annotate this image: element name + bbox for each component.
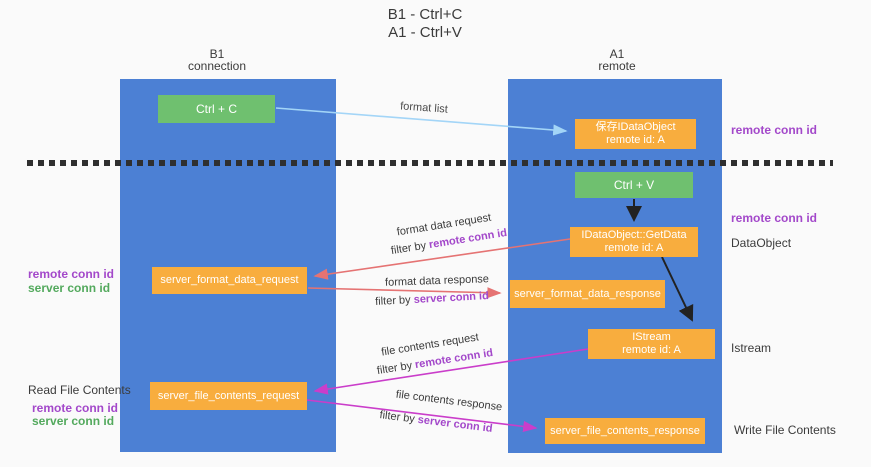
server-file-contents-response-node: server_file_contents_response — [545, 418, 705, 444]
filter-by-text: filter by — [374, 293, 414, 308]
file-contents-response-edge-label: file contents response — [395, 388, 503, 414]
diagram-title: B1 - Ctrl+C A1 - Ctrl+V — [388, 6, 463, 42]
right-column-name: A1 — [609, 47, 625, 61]
server-format-data-response-label: server_format_data_response — [514, 287, 661, 300]
ctrl-c-label: Ctrl + C — [195, 102, 237, 116]
left-remote-conn-id-label-1: remote conn id — [28, 267, 115, 281]
right-remote-conn-id-label-2: remote conn id — [731, 211, 818, 225]
save-idataobject-line1: 保存IDataObject — [595, 121, 676, 133]
right-remote-conn-id-label-1: remote conn id — [731, 123, 818, 137]
istream-line1: IStream — [632, 331, 671, 343]
server-format-data-response-node: server_format_data_response — [510, 280, 665, 308]
right-write-file-contents-label: Write File Contents — [734, 423, 836, 437]
right-dataobject-label: DataObject — [731, 236, 792, 250]
filter-by-server-conn-id-label-1: filter by server conn id — [375, 290, 489, 308]
server-format-data-request-label: server_format_data_request — [160, 274, 299, 286]
format-list-edge-label: format list — [399, 100, 449, 116]
idataobject-getdata-node: IDataObject::GetData remote id: A — [570, 227, 698, 257]
title-line-2: A1 - Ctrl+V — [388, 24, 462, 41]
server-file-contents-request-label: server_file_contents_request — [157, 389, 300, 402]
right-column-header: A1 remote — [598, 48, 635, 72]
getdata-line1: IDataObject::GetData — [581, 229, 687, 241]
istream-line2: remote id: A — [622, 344, 681, 356]
filter-by-text: filter by — [376, 359, 417, 378]
server-conn-id-text: server conn id — [413, 290, 490, 306]
left-column-subtitle: connection — [187, 59, 247, 73]
save-idataobject-line2: remote id: A — [606, 134, 665, 146]
save-idataobject-node: 保存IDataObject remote id: A — [575, 119, 696, 149]
format-data-response-edge-label: format data response — [384, 273, 490, 289]
server-file-contents-response-label: server_file_contents_response — [550, 424, 700, 437]
left-column-name: B1 — [209, 47, 225, 61]
right-column-subtitle: remote — [598, 59, 636, 73]
server-conn-id-text: server conn id — [417, 413, 494, 435]
ctrl-c-node: Ctrl + C — [158, 95, 275, 123]
ctrl-v-node: Ctrl + V — [575, 172, 693, 198]
filter-by-text: filter by — [390, 239, 431, 258]
istream-node: IStream remote id: A — [588, 329, 715, 359]
filter-by-server-conn-id-label-2: filter by server conn id — [379, 409, 493, 435]
left-column-header: B1 connection — [188, 48, 246, 72]
left-server-conn-id-label-2: server conn id — [32, 414, 115, 428]
filter-by-text: filter by — [378, 409, 419, 426]
left-read-file-contents-label: Read File Contents — [28, 383, 131, 397]
server-format-data-request-node: server_format_data_request — [152, 267, 307, 294]
server-file-contents-request-node: server_file_contents_request — [150, 382, 307, 410]
getdata-line2: remote id: A — [604, 242, 664, 254]
right-istream-label: Istream — [731, 341, 772, 355]
dashed-separator-line — [27, 160, 833, 166]
ctrl-v-label: Ctrl + V — [613, 178, 655, 192]
left-remote-conn-id-label-2: remote conn id — [32, 401, 119, 415]
title-line-1: B1 - Ctrl+C — [387, 6, 463, 23]
left-server-conn-id-label-1: server conn id — [28, 281, 111, 295]
